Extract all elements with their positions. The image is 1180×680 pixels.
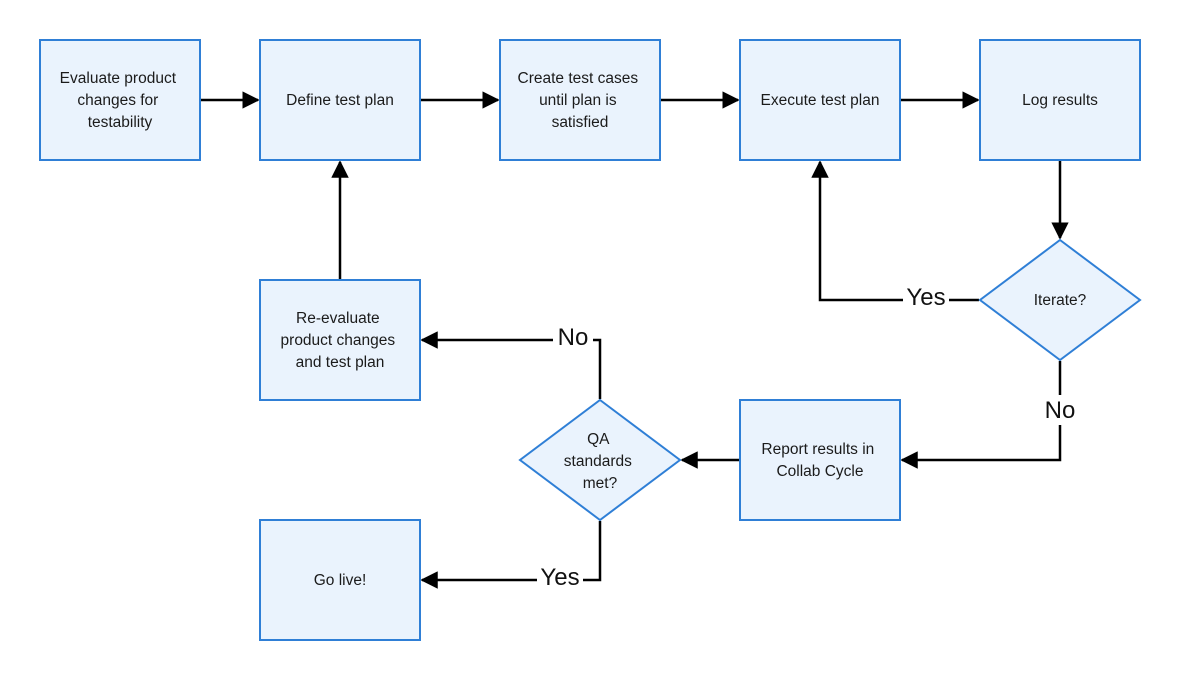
node-golive: Go live! bbox=[259, 519, 421, 641]
node-create-label: Create test cases until plan is satisfie… bbox=[518, 70, 643, 131]
node-reevaluate: Re-evaluate product changes and test pla… bbox=[259, 279, 421, 401]
edge-iterate-yes-to-execute bbox=[811, 160, 979, 302]
label-iterate-no: No bbox=[1045, 397, 1076, 424]
node-report-box bbox=[739, 399, 901, 521]
node-log-label: Log results bbox=[1022, 92, 1098, 109]
decision-qa-label: QA standards met? bbox=[564, 431, 636, 492]
edge-labels: Yes No No Yes bbox=[537, 284, 1080, 592]
label-bg-qa-no bbox=[553, 322, 593, 352]
decision-iterate: Iterate? bbox=[978, 238, 1142, 362]
node-golive-label: Go live! bbox=[314, 572, 367, 589]
node-define-label: Define test plan bbox=[286, 92, 394, 109]
node-reevaluate-label: Re-evaluate product changes and test pla… bbox=[281, 310, 400, 371]
node-golive-box bbox=[259, 519, 421, 641]
label-bg-iterate-no bbox=[1040, 395, 1080, 425]
label-bg-qa-yes bbox=[537, 562, 583, 592]
edge-qa-no-to-reevaluate bbox=[420, 331, 602, 399]
node-evaluate: Evaluate product changes for testability bbox=[39, 39, 201, 161]
edge-qa-yes-to-golive bbox=[420, 521, 602, 589]
node-report-label: Report results in Collab Cycle bbox=[761, 441, 878, 480]
label-iterate-yes: Yes bbox=[906, 284, 945, 311]
node-execute: Execute test plan bbox=[739, 39, 901, 161]
node-reevaluate-box bbox=[259, 279, 421, 401]
node-define-box bbox=[259, 39, 421, 161]
node-execute-label: Execute test plan bbox=[761, 92, 880, 109]
label-bg-iterate-yes bbox=[903, 284, 949, 314]
decision-iterate-label: Iterate? bbox=[1034, 292, 1087, 309]
decision-iterate-diamond bbox=[978, 238, 1142, 362]
decision-qa: QA standards met? bbox=[518, 398, 682, 522]
node-evaluate-label: Evaluate product changes for testability bbox=[60, 70, 181, 131]
label-qa-no: No bbox=[558, 324, 589, 351]
node-report: Report results in Collab Cycle bbox=[739, 399, 901, 521]
decision-qa-diamond bbox=[518, 398, 682, 522]
node-execute-box bbox=[739, 39, 901, 161]
node-create: Create test cases until plan is satisfie… bbox=[499, 39, 661, 161]
node-log-box bbox=[979, 39, 1141, 161]
node-define: Define test plan bbox=[259, 39, 421, 161]
node-log: Log results bbox=[979, 39, 1141, 161]
label-qa-yes: Yes bbox=[540, 564, 579, 591]
node-evaluate-box bbox=[39, 39, 201, 161]
node-create-box bbox=[499, 39, 661, 161]
edge-iterate-no-to-report bbox=[900, 361, 1062, 469]
